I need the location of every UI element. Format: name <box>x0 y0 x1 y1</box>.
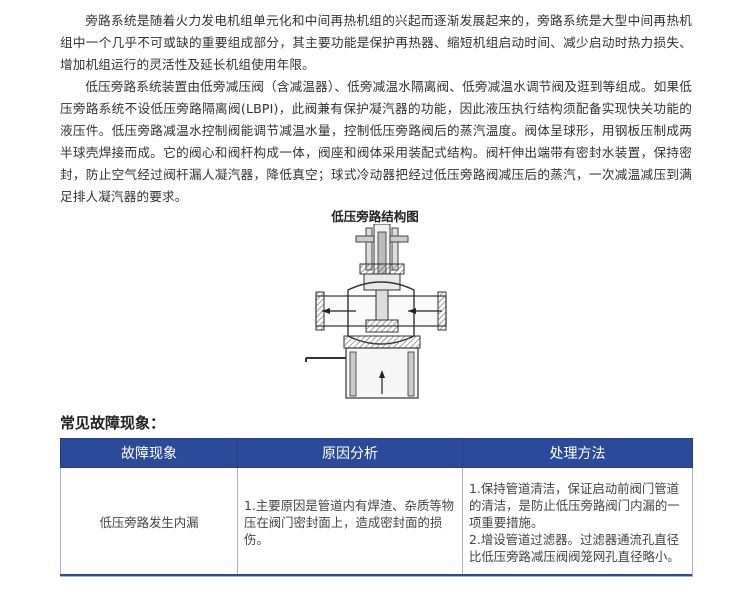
table-row: 低压旁路发生内漏 1.主要原因是管道内有焊渣、杂质等物压在阀门密封面上，造成密封… <box>60 467 693 577</box>
table-bottom-border <box>60 574 692 576</box>
header-fault: 故障现象 <box>60 438 238 468</box>
description-paragraph: 低压旁路系统装置由低旁减压阀（含减温器）、低旁减温水隔离阀、低旁减温水调节阀及逛… <box>60 79 692 204</box>
cause-cell: 1.主要原因是管道内有焊渣、杂质等物压在阀门密封面上，造成密封面的损伤。 <box>237 467 463 577</box>
solution-item: 2.增设管道过滤器。过滤器通流孔直径比低压旁路减压阀阀笼网孔直径略小。 <box>469 531 680 564</box>
header-cause: 原因分析 <box>237 438 463 468</box>
table-header-row: 故障现象 原因分析 处理方法 <box>60 438 693 468</box>
solution-cell: 1.保持管道清洁，保证启动前阀门管道的清洁，是防止低压旁路阀门内漏的一项重要措施… <box>462 467 693 577</box>
intro-paragraph: 旁路系统是随着火力发电机组单元化和中间再热机组的兴起而逐渐发展起来的，旁路系统是… <box>60 13 692 72</box>
section-title: 常见故障现象： <box>60 414 166 432</box>
figure-title: 低压旁路结构图 <box>331 209 419 224</box>
solution-item: 1.保持管道清洁，保证启动前阀门管道的清洁，是防止低压旁路阀门内漏的一项重要措施… <box>469 480 680 530</box>
valve-cross-section-diagram <box>305 224 447 399</box>
fault-cell: 低压旁路发生内漏 <box>60 467 238 577</box>
fault-table: 故障现象 原因分析 处理方法 低压旁路发生内漏 1.主要原因是管道内有焊渣、杂质… <box>60 438 693 577</box>
header-solution: 处理方法 <box>462 438 693 468</box>
